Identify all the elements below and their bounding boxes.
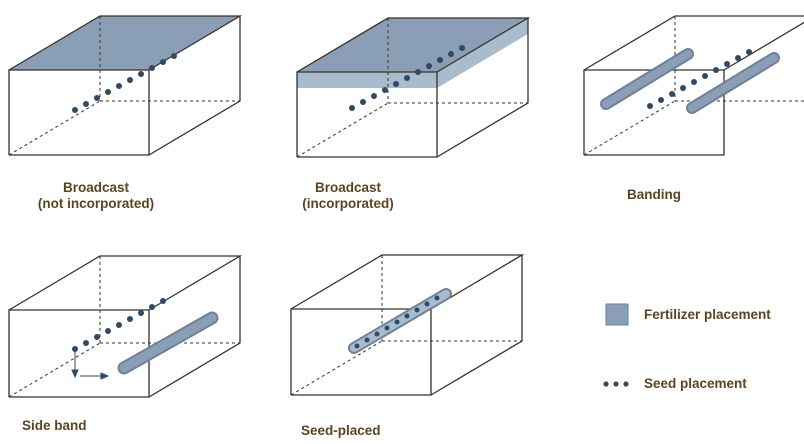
label-side-band: Side band bbox=[22, 418, 112, 434]
fertilizer-swatch-icon bbox=[605, 303, 629, 326]
seed-row bbox=[72, 53, 177, 113]
seed-dots-icon bbox=[603, 381, 629, 387]
label-banding: Banding bbox=[604, 187, 704, 203]
label-line1: Broadcast bbox=[62, 180, 130, 195]
box-banding bbox=[583, 15, 804, 156]
seed-row bbox=[72, 298, 166, 352]
fertilizer-incorporated-layer bbox=[297, 18, 528, 88]
box-seed-placed bbox=[290, 254, 525, 396]
fertilizer-band bbox=[600, 48, 694, 110]
seed-row bbox=[647, 49, 752, 109]
seed-row bbox=[354, 295, 440, 349]
fertilizer-band bbox=[117, 311, 219, 375]
fertilizer-band bbox=[686, 52, 780, 114]
label-line1: Seed-placed bbox=[301, 423, 381, 438]
label-line1: Banding bbox=[627, 187, 681, 202]
legend-fertilizer-label: Fertilizer placement bbox=[644, 307, 771, 322]
fertilizer-surface-layer bbox=[297, 18, 528, 72]
fertilizer-surface-layer bbox=[9, 16, 240, 70]
label-broadcast-incorporated: Broadcast (incorporated) bbox=[292, 180, 404, 212]
label-line2: (incorporated) bbox=[302, 196, 394, 211]
label-seed-placed: Seed-placed bbox=[301, 423, 411, 439]
label-broadcast-not-incorporated: Broadcast (not incorporated) bbox=[26, 180, 166, 212]
box-broadcast-incorporated bbox=[296, 17, 531, 158]
label-line1: Broadcast bbox=[314, 180, 382, 195]
box-side-band bbox=[8, 255, 243, 398]
label-line2: (not incorporated) bbox=[37, 196, 155, 211]
box-broadcast-not-incorporated bbox=[8, 15, 243, 156]
legend-seed-label: Seed placement bbox=[644, 376, 747, 391]
fertilizer-band bbox=[348, 288, 452, 354]
offset-arrows bbox=[71, 352, 110, 380]
seed-row bbox=[349, 45, 465, 111]
label-line1: Side band bbox=[22, 418, 87, 433]
